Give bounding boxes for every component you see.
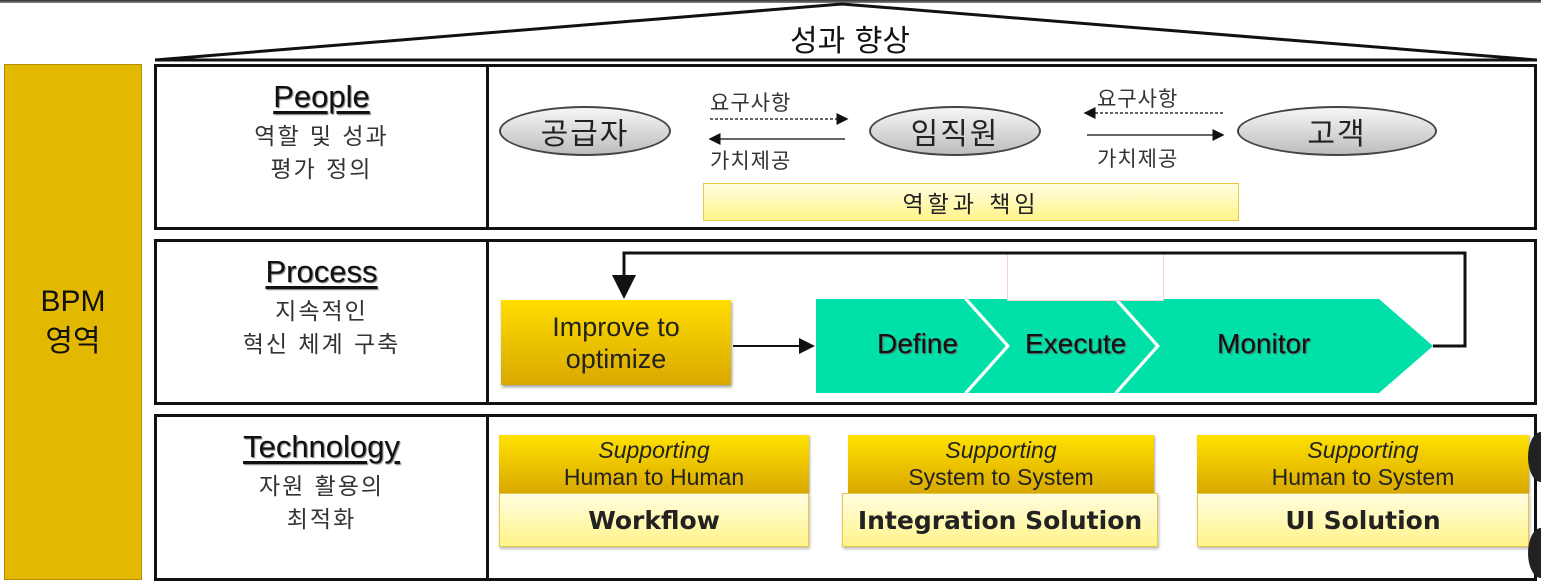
process-desc-line1: 지속적인 <box>275 299 368 325</box>
step-define: Define <box>877 328 958 359</box>
right-requirement-label: 요구사항 <box>1097 87 1179 111</box>
technology-desc-line2: 최적화 <box>286 507 357 533</box>
process-divider <box>486 242 489 402</box>
people-desc-line1: 역할 및 성과 <box>254 124 389 150</box>
roof-title: 성과 향상 <box>790 24 910 59</box>
workflow-scope: Human to Human <box>563 464 745 490</box>
technology-title: Technology <box>243 429 400 464</box>
improve-line2: optimize <box>565 343 667 374</box>
people-desc-line2: 평가 정의 <box>270 157 373 183</box>
actor-customer: 고객 <box>1237 106 1437 156</box>
process-desc-line2: 혁신 체계 구축 <box>242 332 401 358</box>
ui-support-header: Supporting Human to System <box>1197 435 1529 493</box>
process-title: Process <box>265 254 378 289</box>
technology-desc-line1: 자원 활용의 <box>258 474 385 500</box>
workflow-solution: Workflow <box>499 493 809 547</box>
process-row: Process 지속적인 혁신 체계 구축 Improve to optimiz… <box>154 239 1537 405</box>
left-value-label: 가치제공 <box>710 149 792 173</box>
people-row: People 역할 및 성과 평가 정의 공급자 임직원 고객 요구사항 가치제… <box>154 64 1537 230</box>
technology-label-cell: Technology 자원 활용의 최적화 <box>157 417 486 578</box>
bpm-label-line1: BPM <box>40 285 106 318</box>
bpm-label-line2: 영역 <box>45 325 101 358</box>
chevron-separator-1 <box>964 298 1009 394</box>
process-flow <box>612 251 1467 394</box>
ui-scope: Human to System <box>1271 464 1455 490</box>
improve-box: Improve to optimize <box>501 300 731 385</box>
technology-row: Technology 자원 활용의 최적화 Supporting Human t… <box>154 414 1537 581</box>
integration-supporting: Supporting <box>945 437 1057 463</box>
ui-solution: UI Solution <box>1197 493 1529 547</box>
process-label-cell: Process 지속적인 혁신 체계 구축 <box>157 242 486 402</box>
people-title: People <box>273 79 370 114</box>
workflow-supporting: Supporting <box>598 437 710 463</box>
ui-supporting: Supporting <box>1307 437 1419 463</box>
integration-solution: Integration Solution <box>842 493 1158 547</box>
people-arrows <box>708 107 1225 145</box>
actor-employee: 임직원 <box>869 106 1041 156</box>
technology-divider <box>486 417 489 578</box>
integration-support-header: Supporting System to System <box>848 435 1154 493</box>
people-label-cell: People 역할 및 성과 평가 정의 <box>157 67 486 227</box>
feedback-loop-arrow <box>612 251 1467 348</box>
edge-circle-bottom <box>1528 528 1541 578</box>
actor-supplier: 공급자 <box>499 106 671 156</box>
edge-circle-top <box>1528 432 1541 482</box>
right-value-label: 가치제공 <box>1097 147 1179 171</box>
top-border <box>0 0 1541 3</box>
placeholder-box <box>1007 255 1164 301</box>
roles-bar: 역할과 책임 <box>703 183 1239 221</box>
integration-scope: System to System <box>908 464 1094 490</box>
left-requirement-label: 요구사항 <box>710 91 792 115</box>
improve-line1: Improve to <box>552 311 680 342</box>
step-execute: Execute <box>1025 328 1127 359</box>
people-divider <box>486 67 489 227</box>
step-monitor: Monitor <box>1217 328 1311 359</box>
chevron-define <box>816 299 1007 393</box>
bpm-area-label: BPM 영역 <box>4 64 142 580</box>
workflow-support-header: Supporting Human to Human <box>499 435 809 493</box>
chevron-separator-2 <box>1114 298 1159 394</box>
chevron-execute <box>968 299 1157 393</box>
chevron-monitor <box>1118 299 1433 393</box>
